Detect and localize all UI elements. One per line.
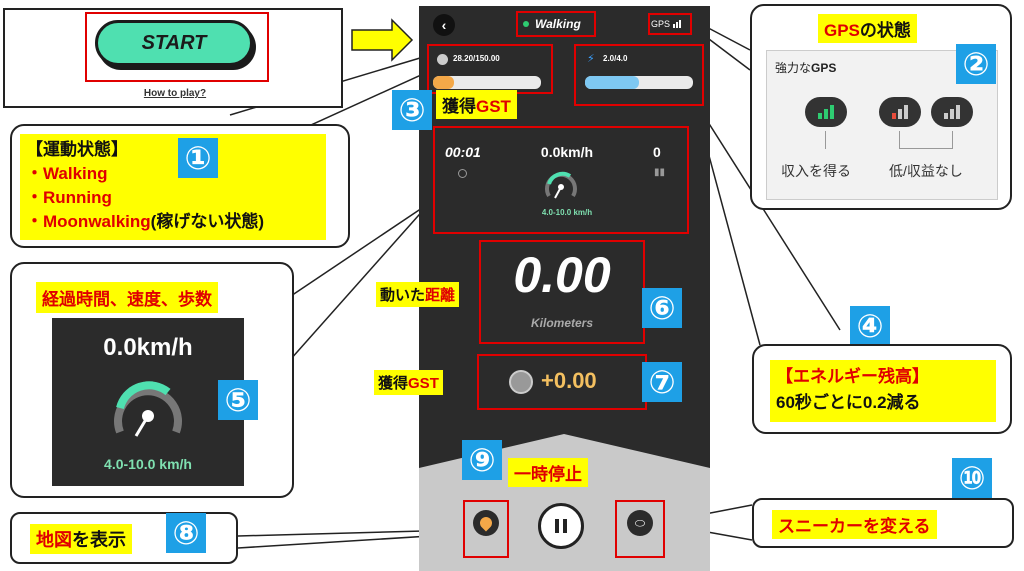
pause-label: 一時停止 <box>508 458 588 487</box>
start-button-label: START <box>141 31 207 54</box>
start-highlight <box>85 12 269 82</box>
energy-progress-bar <box>585 76 693 89</box>
leader-line-5 <box>289 197 435 361</box>
status-label: Walking <box>535 17 581 31</box>
sneaker-icon: ⬭ <box>634 515 646 530</box>
gst-highlight <box>427 44 553 94</box>
movement-status-box: 【運動状態】 ・Walking ・Running ・Moonwalking(稼げ… <box>20 134 326 240</box>
badge-3: ③ <box>392 90 432 130</box>
current-speed: 0.0km/h <box>540 144 594 160</box>
gps-title: GPSの状態 <box>818 14 917 43</box>
energy-title: 【エネルギー残高】 <box>776 367 929 386</box>
gst-label-7: 獲得GST <box>374 370 443 395</box>
start-button[interactable]: START <box>95 20 253 66</box>
gps-highlight <box>648 13 692 35</box>
pause-icon <box>555 519 559 533</box>
gps-strong-header: 強力なGPS <box>775 61 837 75</box>
status-highlight <box>516 11 596 37</box>
gps-label-good: 収入を得る <box>781 163 851 179</box>
walking-item: ・Walking <box>26 164 108 183</box>
movement-title: 【運動状態】 <box>26 140 128 159</box>
callout-sneaker: スニーカーを変える <box>752 498 1014 548</box>
footsteps-icon: ▮▮ <box>654 167 666 178</box>
elapsed-time: 00:01 <box>445 144 481 160</box>
sneaker-button[interactable]: ⬭ <box>627 510 653 536</box>
earned-value: +0.00 <box>541 368 597 393</box>
stats-highlight <box>433 126 689 234</box>
map-button[interactable] <box>473 510 499 536</box>
start-panel: START How to play? <box>3 8 343 108</box>
map-highlight <box>463 500 509 558</box>
zoom-speedometer-icon <box>114 381 182 437</box>
energy-highlight <box>574 44 704 106</box>
badge-6: ⑥ <box>642 288 682 328</box>
moonwalking-item: ・Moonwalking(稼げない状態) <box>26 212 264 231</box>
badge-2: ② <box>956 44 996 84</box>
status-dot-icon <box>523 21 529 27</box>
distance-label: 動いた距離 <box>376 282 460 307</box>
step-count: 0 <box>653 144 661 160</box>
gps-weak-icon <box>879 97 921 127</box>
gps-bracket <box>899 131 953 149</box>
gst-progress-fill <box>433 76 454 89</box>
gps-signal-icon <box>673 20 682 28</box>
gps-tick-good <box>825 131 826 149</box>
badge-7: ⑦ <box>642 362 682 402</box>
distance-value: 0.00 <box>513 247 611 303</box>
callout-stats: 経過時間、速度、歩数 0.0km/h 4.0-10.0 km/h ⑤ <box>10 262 294 498</box>
leader-line-5b <box>269 199 435 311</box>
badge-4: ④ <box>850 306 890 346</box>
gst-progress-bar <box>433 76 541 89</box>
status-indicator: Walking <box>519 14 591 34</box>
badge-8: ⑧ <box>166 513 206 553</box>
gps-screenshot: 強力なGPS 収入を得る 低/収益なし <box>766 50 998 200</box>
gps-label-bad: 低/収益なし <box>889 163 963 179</box>
gst-label-3: 獲得GST <box>436 90 517 119</box>
badge-1: ① <box>178 138 218 178</box>
energy-progress-fill <box>585 76 639 89</box>
pause-button[interactable] <box>538 503 584 549</box>
energy-body: 60秒ごとに0.2減る <box>776 393 921 412</box>
running-item: ・Running <box>26 188 112 207</box>
stats-zoom-panel: 0.0km/h 4.0-10.0 km/h <box>52 318 244 486</box>
gst-coin-icon <box>437 54 448 65</box>
gps-none-icon <box>931 97 973 127</box>
speedometer-icon <box>545 171 577 199</box>
distance-unit: Kilometers <box>530 316 594 330</box>
sneaker-highlight <box>615 500 665 558</box>
zoom-speed: 0.0km/h <box>103 334 193 361</box>
energy-bar-label: 2.0/4.0 <box>603 54 628 63</box>
energy-bolt-icon: ⚡ <box>587 53 595 65</box>
stats-title: 経過時間、速度、歩数 <box>36 282 218 313</box>
badge-9: ⑨ <box>462 440 502 480</box>
energy-box: 【エネルギー残高】 60秒ごとに0.2減る <box>770 360 996 422</box>
sneaker-coin-icon <box>509 370 533 394</box>
gps-indicator: GPS <box>651 16 691 32</box>
clock-icon <box>458 169 467 178</box>
gps-label: GPS <box>651 19 671 29</box>
sneaker-label: スニーカーを変える <box>772 510 937 539</box>
leader-line-4 <box>693 99 841 331</box>
speed-range: 4.0-10.0 km/h <box>541 208 593 217</box>
back-button[interactable]: ‹ <box>433 14 455 36</box>
badge-10: ⑩ <box>952 458 992 498</box>
zoom-speed-range: 4.0-10.0 km/h <box>104 456 192 472</box>
map-label: 地図を表示 <box>30 524 132 554</box>
yellow-arrow <box>351 18 414 62</box>
how-to-play-link[interactable]: How to play? <box>143 88 207 99</box>
callout-energy: 【エネルギー残高】 60秒ごとに0.2減る <box>752 344 1012 434</box>
gps-good-icon <box>805 97 847 127</box>
badge-5: ⑤ <box>218 380 258 420</box>
gst-bar-label: 28.20/150.00 <box>453 54 500 63</box>
callout-gps: GPSの状態 強力なGPS 収入を得る 低/収益なし ② <box>750 4 1012 210</box>
